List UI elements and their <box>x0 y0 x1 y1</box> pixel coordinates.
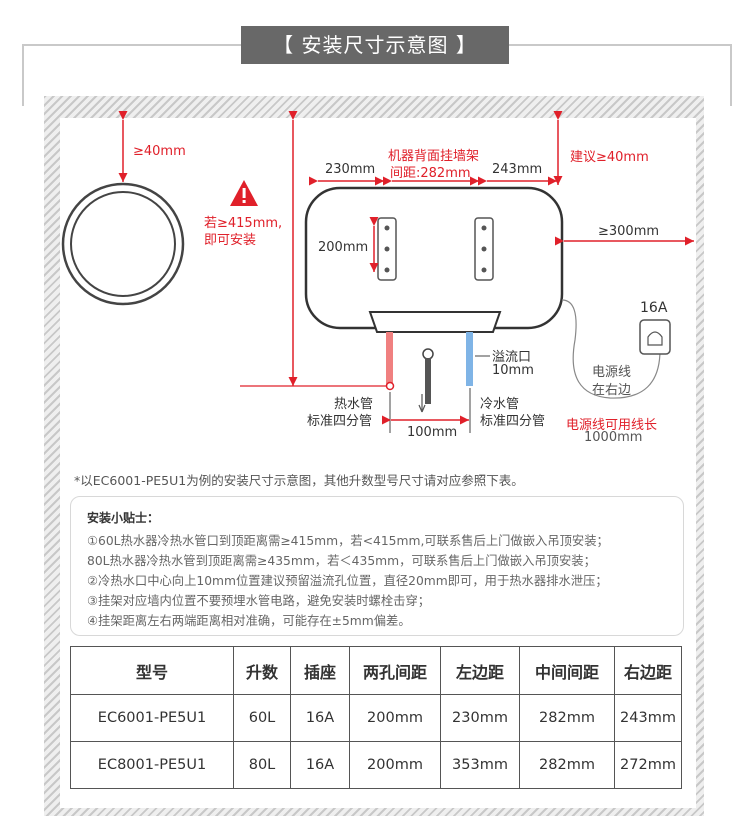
bracket-title-line1: 机器背面挂墙架 <box>388 149 480 164</box>
tips-box: 安装小贴士： ①60L热水器冷热水管口到顶距离需≥415mm，若<415mm,可… <box>70 496 684 636</box>
header-capacity: 升数 <box>233 646 291 695</box>
top-left-gap-label: ≥40mm <box>133 144 186 159</box>
left-margin-label: 230mm <box>325 162 376 177</box>
tip-line: ①60L热水器冷热水管口到顶距离需≥415mm，若<415mm,可联系售后上门做… <box>87 534 609 548</box>
hole-spacing-label: 200mm <box>318 240 369 255</box>
cell-hole-spacing: 200mm <box>349 741 441 789</box>
header-left-margin: 左边距 <box>440 646 520 695</box>
pipe-spacing-label: 100mm <box>407 425 458 440</box>
hot-pipe-line2: 标准四分管 <box>307 414 373 429</box>
header-hole-spacing: 两孔间距 <box>349 646 441 695</box>
overflow-line1: 溢流口 <box>492 350 532 365</box>
cell-socket: 16A <box>290 694 350 742</box>
cold-pipe-line2: 标准四分管 <box>480 414 546 429</box>
wall-bracket-right <box>474 217 494 281</box>
side-gap-label: ≥300mm <box>598 224 660 239</box>
cable-line1: 电源线可用线长 <box>566 418 658 433</box>
tip-line: 80L热水器冷热水管到顶距离需≥435mm，若＜435mm，可联系售后上门做嵌入… <box>87 554 596 568</box>
cell-right-margin: 272mm <box>614 741 682 789</box>
spec-table: 型号 升数 插座 两孔间距 左边距 中间间距 右边距 EC6001-PE5U1 … <box>70 646 682 789</box>
power-cable <box>561 299 661 399</box>
bracket-title-line2: 间距:282mm <box>390 166 471 181</box>
warning-triangle-icon <box>230 180 258 206</box>
tips-title: 安装小贴士： <box>87 511 160 525</box>
header-socket: 插座 <box>290 646 350 695</box>
cell-socket: 16A <box>290 741 350 789</box>
cell-right-margin: 243mm <box>614 694 682 742</box>
tip-line: ②冷热水口中心向上10mm位置建议预留溢流孔位置，直径20mm即可，用于热水器排… <box>87 574 608 588</box>
warning-line1: 若≥415mm, <box>204 216 283 231</box>
water-heater <box>304 186 564 333</box>
table-header-row: 型号 升数 插座 两孔间距 左边距 中间间距 右边距 <box>70 646 682 695</box>
cell-middle-spacing: 282mm <box>519 694 615 742</box>
wall-bracket-left <box>377 217 397 281</box>
cold-pipe-line1: 冷水管 <box>480 397 520 412</box>
header-right-margin: 右边距 <box>614 646 682 695</box>
top-right-gap-label: 建议≥40mm <box>570 150 649 165</box>
hot-pipe <box>386 332 393 386</box>
power-line2: 在右边 <box>592 383 632 398</box>
overflow-line2: 10mm <box>492 363 534 378</box>
right-margin-label: 243mm <box>492 162 543 177</box>
header-middle-spacing: 中间间距 <box>519 646 615 695</box>
page-title: 【 安装尺寸示意图 】 <box>241 26 509 64</box>
cell-middle-spacing: 282mm <box>519 741 615 789</box>
overflow-valve <box>418 348 434 413</box>
hot-pipe-line1: 热水管 <box>334 397 374 412</box>
cell-left-margin: 353mm <box>440 741 520 789</box>
socket-rating-label: 16A <box>640 300 668 316</box>
warning-line2: 即可安装 <box>204 233 257 248</box>
tip-line: ③挂架对应墙内位置不要预埋水管电路，避免安装时螺栓击穿； <box>87 594 431 608</box>
cell-model: EC6001-PE5U1 <box>70 694 234 742</box>
footnote: *以EC6001-PE5U1为例的安装尺寸示意图，其他升数型号尺寸请对应参照下表… <box>74 473 524 488</box>
socket-icon <box>639 319 671 355</box>
cold-pipe <box>466 332 473 386</box>
cell-model: EC8001-PE5U1 <box>70 741 234 789</box>
ceiling-light-icon <box>61 182 185 306</box>
header-model: 型号 <box>70 646 234 695</box>
power-line1: 电源线 <box>592 365 632 380</box>
table-row: EC8001-PE5U1 80L 16A 200mm 353mm 282mm 2… <box>70 741 682 789</box>
tip-line: ④挂架距离左右两端距离相对准确，可能存在±5mm偏差。 <box>87 614 411 628</box>
cell-hole-spacing: 200mm <box>349 694 441 742</box>
cable-line2: 1000mm <box>584 430 643 445</box>
cell-capacity: 60L <box>233 694 291 742</box>
table-row: EC6001-PE5U1 60L 16A 200mm 230mm 282mm 2… <box>70 694 682 742</box>
cell-capacity: 80L <box>233 741 291 789</box>
cell-left-margin: 230mm <box>440 694 520 742</box>
